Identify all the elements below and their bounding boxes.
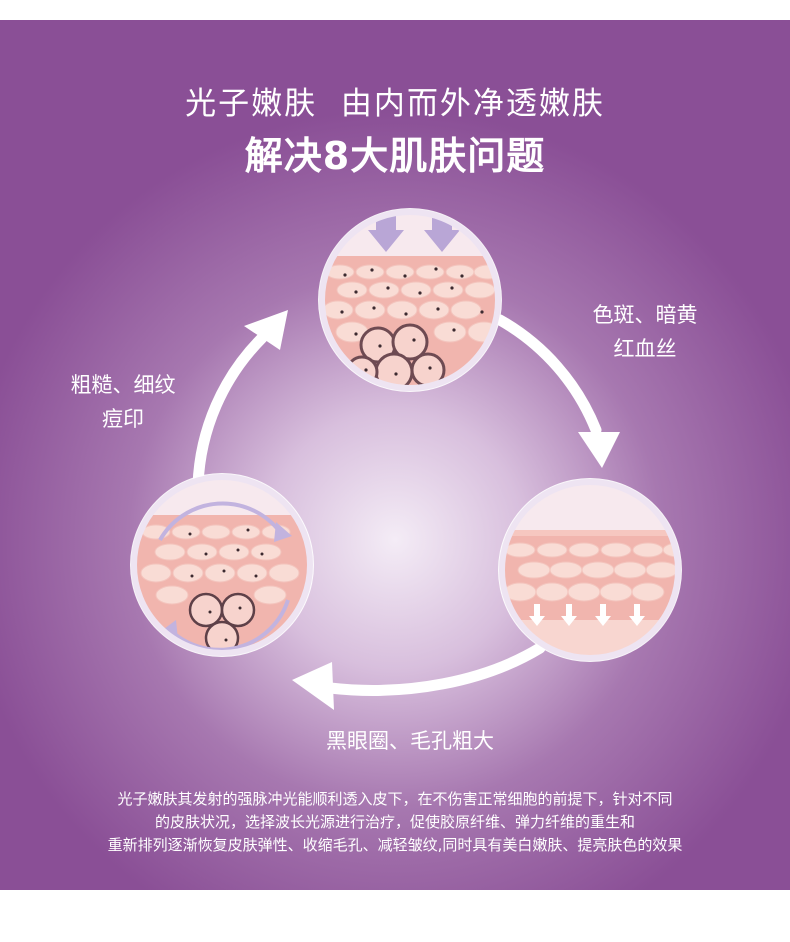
skin-cycle-diagram <box>130 208 682 710</box>
cycle-arrow-bottom <box>292 642 546 710</box>
description-line-2: 的皮肤状况，选择波长光源进行治疗，促使胶原纤维、弹力纤维的重生和 <box>154 813 635 831</box>
description-line-3: 重新排列逐渐恢复皮肤弹性、收缩毛孔、减轻皱纹,同时具有美白嫩肤、提亮肤色的效果 <box>107 836 683 854</box>
skin-circle-left <box>130 473 314 657</box>
label-left-line2: 痘印 <box>102 407 144 431</box>
label-spots-dullness: 色斑、暗黄 红血丝 <box>586 298 704 366</box>
cycle-arrow-top-right <box>494 314 620 468</box>
label-dark-circles-pores: 黑眼圈、毛孔粗大 <box>326 729 494 753</box>
description-line-1: 光子嫩肤其发射的强脉冲光能顺利透入皮下，在不伤害正常细胞的前提下，针对不同 <box>117 790 673 808</box>
cycle-arrow-left <box>192 310 288 491</box>
label-right-line2: 红血丝 <box>613 337 677 361</box>
infographic-panel: 光子嫩肤 由内而外净透嫩肤 解决8大肌肤问题 <box>0 20 790 890</box>
skin-circle-top <box>318 208 502 392</box>
headline: 光子嫩肤 由内而外净透嫩肤 <box>185 86 605 122</box>
light-arrows-right <box>529 604 645 626</box>
light-rotation-arrows <box>158 501 290 652</box>
skin-circle-right <box>498 478 682 662</box>
label-left-line1: 粗糙、细纹 <box>70 373 176 397</box>
main-title: 解决8大肌肤问题 <box>244 134 546 178</box>
label-rough-lines: 粗糙、细纹 痘印 <box>60 368 186 436</box>
label-right-line1: 色斑、暗黄 <box>592 303 698 327</box>
